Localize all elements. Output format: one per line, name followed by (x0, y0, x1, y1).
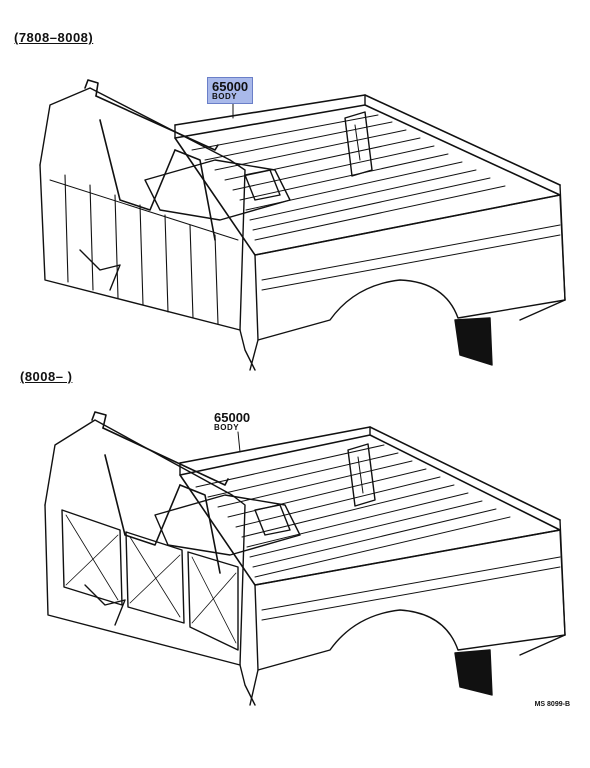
part-name: BODY (212, 92, 238, 101)
part-callout-top[interactable]: 65000 BODY (207, 77, 254, 104)
part-callout-bottom[interactable]: 65000 BODY (214, 411, 250, 432)
part-number: 65000 (214, 410, 251, 425)
part-number: 65000 (212, 79, 249, 94)
model-year-range-bottom: (8008– ) (20, 369, 73, 384)
drawing-code: MS 8099-B (534, 701, 570, 708)
truck-bed-top (39, 79, 566, 371)
part-name: BODY (214, 423, 240, 432)
model-year-range-top: (7808–8008) (14, 30, 94, 45)
truck-bed-bottom (44, 411, 566, 706)
